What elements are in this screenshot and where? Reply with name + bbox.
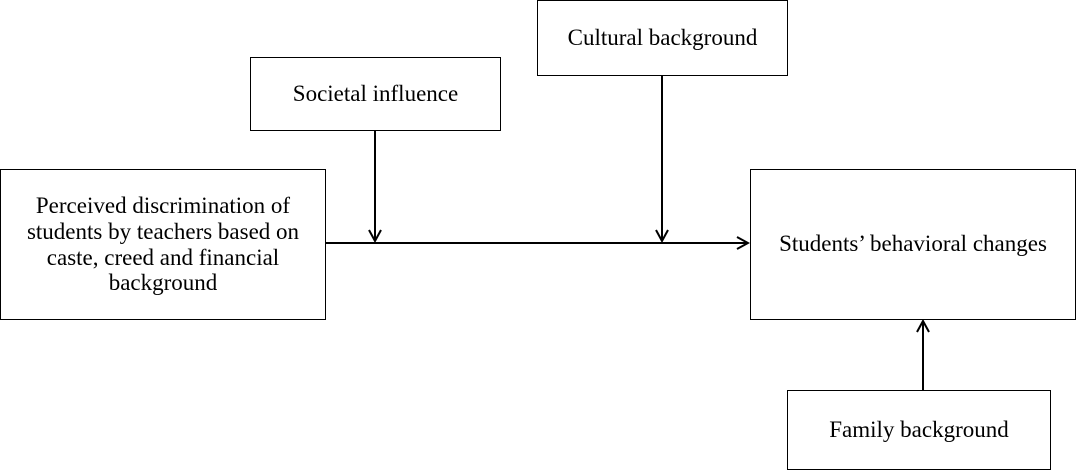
behavioral-changes-box: Students’ behavioral changes [750,169,1076,320]
societal-influence-label: Societal influence [292,80,459,106]
perceived-discrimination-label: Perceived discrimination of students by … [26,192,300,296]
behavioral-changes-label: Students’ behavioral changes [779,231,1047,257]
societal-influence-box: Societal influence [250,57,501,131]
cultural-background-label: Cultural background [567,24,758,50]
perceived-discrimination-box: Perceived discrimination of students by … [0,169,326,320]
family-background-box: Family background [787,390,1051,470]
cultural-background-box: Cultural background [537,0,788,76]
family-background-label: Family background [829,416,1009,442]
